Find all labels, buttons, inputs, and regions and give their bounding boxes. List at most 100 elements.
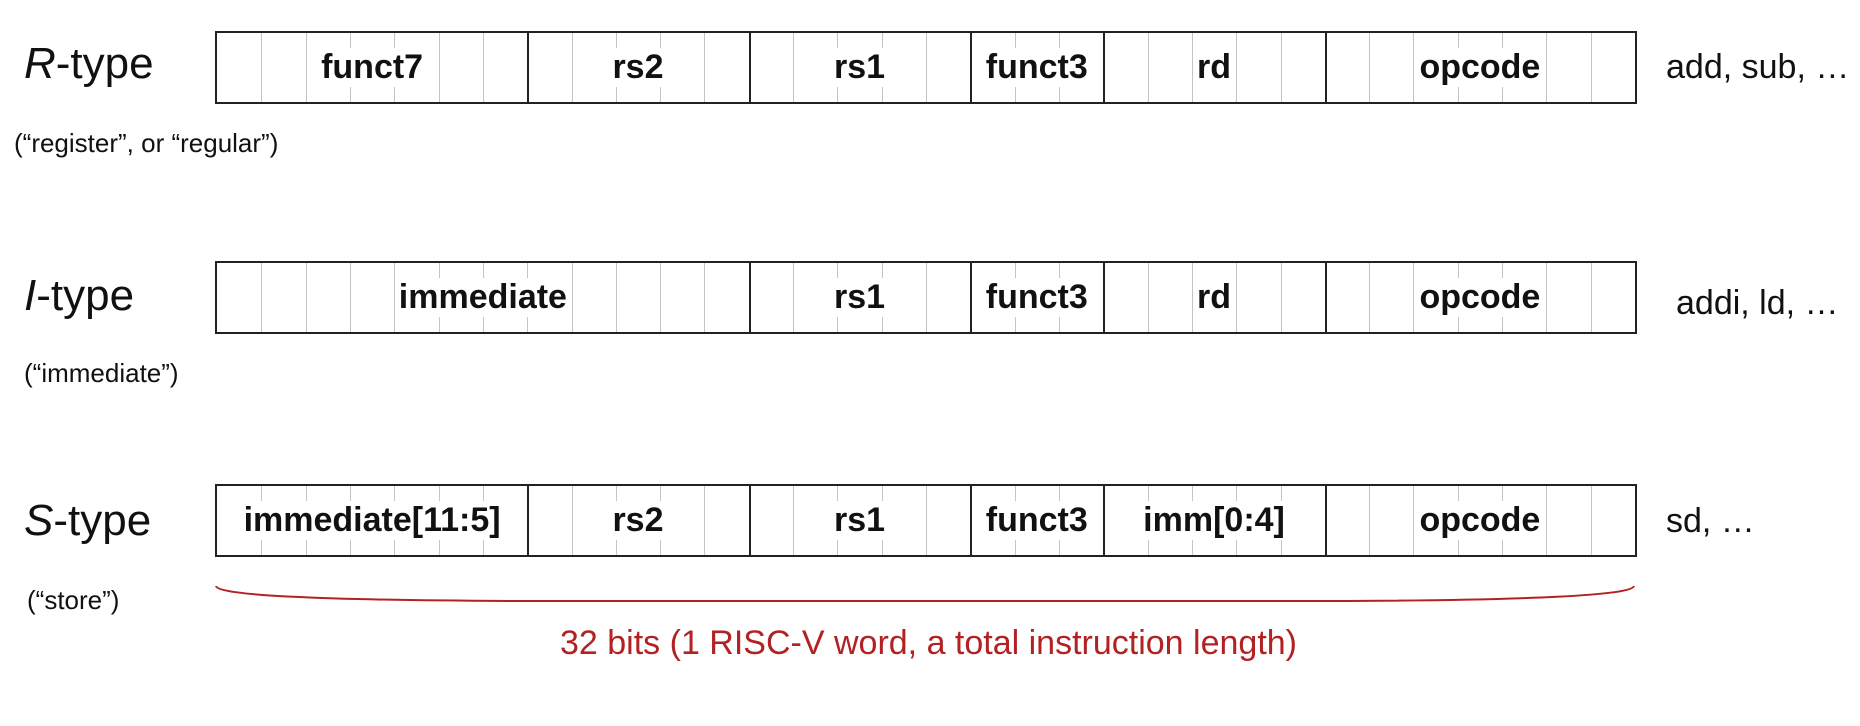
i-type-format-box: immediate rs1 funct3 rd opcode [215,261,1637,334]
r-type-subtitle: (“register”, or “regular”) [14,128,279,158]
i-type-field: rd [1103,263,1325,332]
s-type-subtitle: (“store”) [27,585,120,615]
field-label: rs2 [610,48,666,87]
bit-boundary [1590,33,1592,102]
i-type-letter: I [24,271,37,320]
field-label: rs2 [610,501,666,540]
i-type-field: rs1 [749,263,971,332]
field-label: funct7 [319,48,426,87]
bit-boundary [793,486,795,555]
field-divider [1324,263,1327,332]
field-label: rd [1195,278,1234,317]
bit-boundary [1413,486,1415,555]
bit-boundary [305,263,307,332]
brace-curve [215,585,1635,602]
bit-boundary [1236,33,1238,102]
r-type-field: rs1 [749,33,971,102]
i-type-subtitle: (“immediate”) [24,358,179,388]
s-type-field: rs2 [527,486,749,555]
field-label: opcode [1417,501,1543,540]
bit-boundary [1147,263,1149,332]
bit-boundary [1546,33,1548,102]
s-type-examples: sd, … [1666,502,1755,540]
bit-boundary [1236,263,1238,332]
bit-boundary [1280,33,1282,102]
bit-boundary [926,33,927,102]
i-type-suffix: -type [36,271,135,320]
field-label: funct3 [983,501,1090,540]
field-label: opcode [1417,48,1543,87]
bit-boundary [793,33,795,102]
bit-boundary [349,263,351,332]
bit-boundary [571,33,573,102]
bit-boundary [571,486,573,555]
s-type-field: immediate[11:5] [217,486,527,555]
bit-boundary [571,263,573,332]
bit-boundary [615,263,617,332]
r-type-letter: R [24,39,56,88]
s-type-field: rs1 [749,486,971,555]
bit-boundary [660,263,662,332]
bit-boundary [261,33,263,102]
bit-boundary [1280,263,1282,332]
r-type-field: funct7 [217,33,527,102]
bit-boundary [394,263,396,332]
field-divider [748,486,751,555]
field-label: rs1 [832,278,888,317]
field-label: rs1 [832,48,888,87]
s-type-format-box: immediate[11:5] rs2 rs1 funct3 imm[0:4] opcod… [215,484,1637,557]
field-label: imm[0:4] [1141,501,1287,540]
r-type-suffix: -type [55,39,154,88]
field-divider [970,263,973,332]
bit-span-caption: 32 bits (1 RISC-V word, a total instruct… [560,624,1297,662]
bit-boundary [1369,486,1371,555]
i-type-field: immediate [217,263,749,332]
bit-boundary [704,33,706,102]
bit-boundary [1147,33,1149,102]
s-type-suffix: -type [53,496,152,545]
bit-boundary [793,263,795,332]
r-type-format-box: funct7 rs2 rs1 funct3 rd opcode [215,31,1637,104]
bit-boundary [1546,486,1548,555]
bit-boundary [1413,33,1415,102]
i-type-examples: addi, ld, … [1676,284,1839,322]
i-type-field: opcode [1325,263,1635,332]
s-type-field: funct3 [970,486,1103,555]
bit-boundary [926,486,927,555]
s-type-field: imm[0:4] [1103,486,1325,555]
bit-boundary [305,33,307,102]
field-divider [1324,486,1327,555]
field-divider [748,263,751,332]
bit-boundary [704,486,706,555]
bit-boundary [1369,33,1371,102]
field-divider [1324,33,1327,102]
field-divider [1103,486,1106,555]
bit-boundary [1590,263,1592,332]
field-divider [970,33,973,102]
bit-boundary [1191,263,1193,332]
field-divider [748,33,751,102]
r-type-examples: add, sub, … [1666,48,1850,86]
bit-boundary [1590,486,1592,555]
i-type-field: funct3 [970,263,1103,332]
bit-boundary [1191,33,1193,102]
bit-boundary [1546,263,1548,332]
s-type-field: opcode [1325,486,1635,555]
bit-boundary [1413,263,1415,332]
r-type-field: rd [1103,33,1325,102]
field-label: immediate[11:5] [241,501,503,540]
field-label: immediate [396,278,569,317]
r-type-field: opcode [1325,33,1635,102]
field-label: rd [1195,48,1234,87]
field-label: opcode [1417,278,1543,317]
field-label: funct3 [983,48,1090,87]
s-type-title: S-type [24,499,151,543]
field-label: rs1 [832,501,888,540]
r-type-field: funct3 [970,33,1103,102]
bit-boundary [438,33,440,102]
i-type-title: I-type [24,274,134,318]
bit-boundary [704,263,706,332]
bit-boundary [926,263,927,332]
